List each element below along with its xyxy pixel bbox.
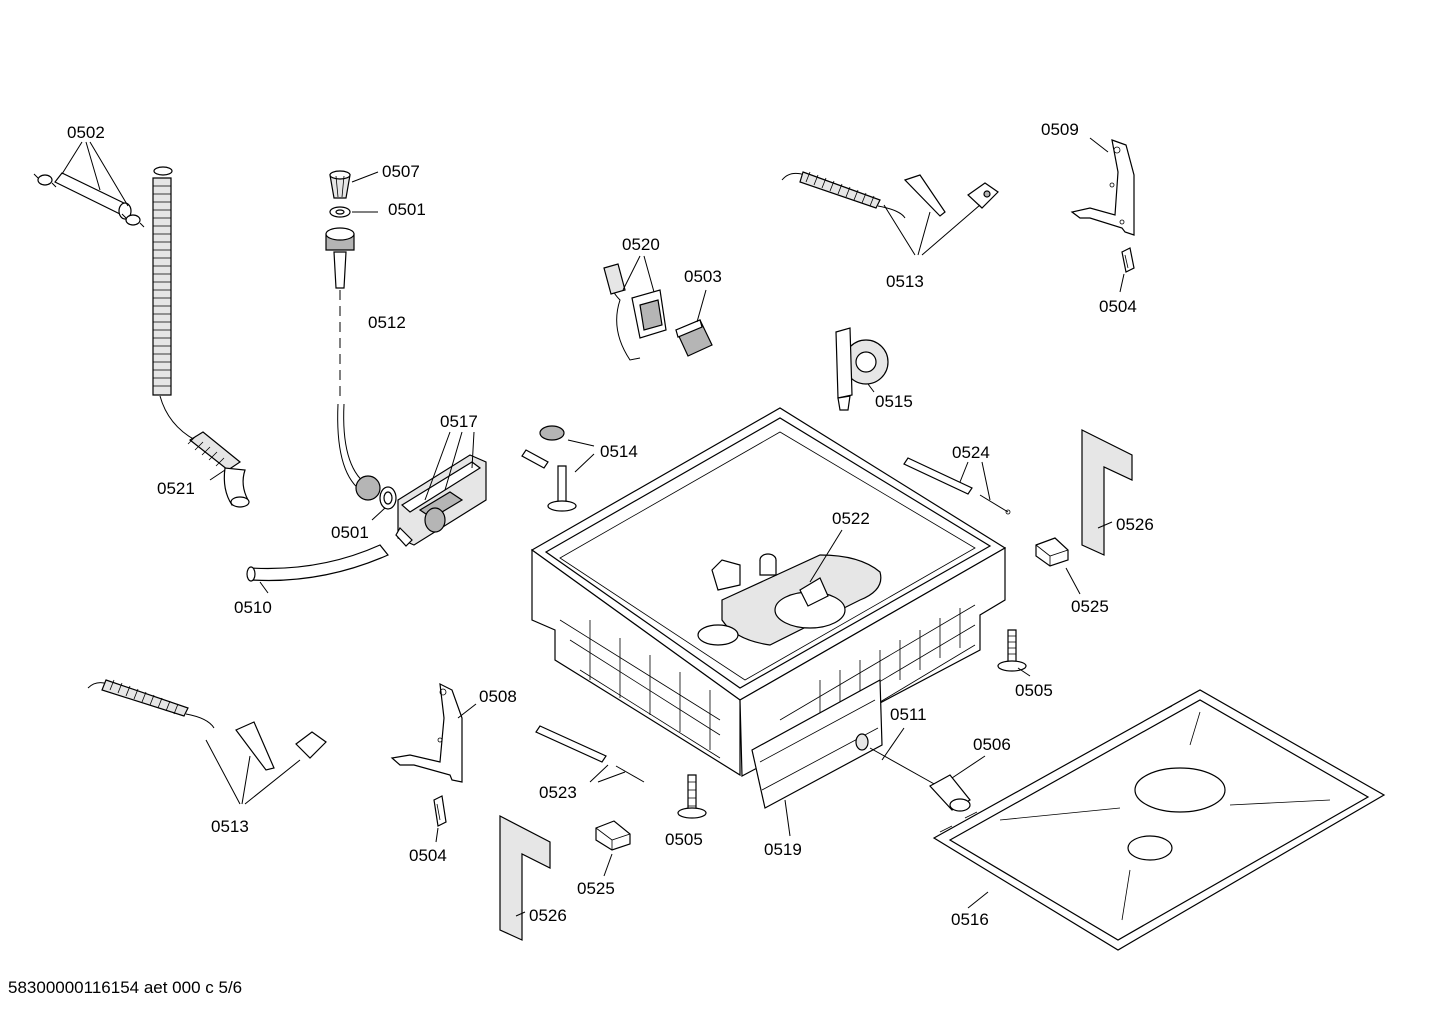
- leader-0521: [209, 469, 226, 481]
- leader-0505a: [1017, 667, 1031, 677]
- part-0524-rail-pin[interactable]: [903, 457, 1011, 515]
- leader-0515: [867, 383, 875, 393]
- leader-0517: [424, 431, 475, 501]
- leader-0507: [351, 171, 379, 183]
- leader-0504b: [435, 827, 439, 843]
- leader-0513a: [883, 204, 981, 256]
- callout-0506: 0506: [973, 735, 1011, 754]
- callout-0524: 0524: [952, 443, 990, 462]
- part-0512-inlet-hose[interactable]: [325, 227, 381, 501]
- leader-0522: [809, 529, 843, 583]
- leader-0523: [589, 764, 626, 783]
- leader-0519: [784, 799, 791, 837]
- part-0517-inlet-valve[interactable]: [395, 454, 487, 547]
- part-0525-block-bottom[interactable]: [595, 820, 631, 851]
- part-0505-foot-screw-left[interactable]: [677, 774, 707, 819]
- part-0503-connector[interactable]: [675, 319, 713, 357]
- callout-0502: 0502: [67, 123, 105, 142]
- leader-0501b: [371, 507, 386, 521]
- part-0516-base-tray[interactable]: [932, 689, 1386, 951]
- part-0526-l-plate-top[interactable]: [1081, 429, 1133, 556]
- part-0521-drain-hose[interactable]: [152, 166, 250, 508]
- part-0501-washer-bottom[interactable]: [379, 486, 397, 510]
- callout-0525-top: 0525: [1071, 597, 1109, 616]
- link-0511-0506: [869, 747, 937, 786]
- part-0508-bracket[interactable]: [390, 682, 463, 783]
- leader-0524: [959, 461, 991, 501]
- leader-0509: [1089, 137, 1109, 153]
- callout-0526-top: 0526: [1116, 515, 1154, 534]
- callout-0513-top: 0513: [886, 272, 924, 291]
- callout-0505-left: 0505: [665, 830, 703, 849]
- part-0505-foot-screw-right[interactable]: [997, 629, 1027, 672]
- callout-0509: 0509: [1041, 120, 1079, 139]
- callout-0501-bottom: 0501: [331, 523, 369, 542]
- part-0506-float-switch[interactable]: [929, 774, 971, 812]
- callout-0522: 0522: [832, 509, 870, 528]
- callout-0517: 0517: [440, 412, 478, 431]
- part-0501-washer-top[interactable]: [329, 206, 351, 218]
- callout-0508: 0508: [479, 687, 517, 706]
- part-0515-pump[interactable]: [835, 327, 889, 411]
- leader-0508: [457, 703, 477, 719]
- callout-0521: 0521: [157, 479, 195, 498]
- callout-0526-bottom: 0526: [529, 906, 567, 925]
- part-0504-clip-bottom[interactable]: [433, 795, 447, 827]
- part-0513-spring-top[interactable]: [781, 171, 999, 219]
- leader-0513b: [205, 739, 301, 805]
- part-0526-l-plate-bottom[interactable]: [499, 815, 551, 941]
- callout-0503: 0503: [684, 267, 722, 286]
- callout-0501-top: 0501: [388, 200, 426, 219]
- leader-0520: [622, 255, 655, 293]
- callout-0515: 0515: [875, 392, 913, 411]
- callout-0504-bottom: 0504: [409, 846, 447, 865]
- callout-0525-bottom: 0525: [577, 879, 615, 898]
- base-frame-assembly: [530, 407, 1007, 777]
- callout-0519: 0519: [764, 840, 802, 859]
- callout-0512: 0512: [368, 313, 406, 332]
- part-0502-hose-clamps-pipe[interactable]: [33, 172, 145, 228]
- callout-0513-bottom: 0513: [211, 817, 249, 836]
- callout-0516: 0516: [951, 910, 989, 929]
- part-0509-bracket[interactable]: [1070, 139, 1135, 236]
- part-0520-cable-harness[interactable]: [603, 263, 667, 361]
- leader-0511: [881, 727, 905, 761]
- leader-0525b: [603, 853, 613, 877]
- callout-0523: 0523: [539, 783, 577, 802]
- leader-0502: [61, 141, 129, 207]
- part-0519-cover-panel[interactable]: [751, 679, 883, 809]
- leader-0506: [951, 755, 986, 779]
- part-0504-clip-top[interactable]: [1121, 247, 1135, 273]
- callout-0520: 0520: [622, 235, 660, 254]
- part-0507-inlet-filter[interactable]: [329, 170, 351, 199]
- callout-0505-right: 0505: [1015, 681, 1053, 700]
- leader-0514: [567, 439, 595, 473]
- part-0513-spring-bottom[interactable]: [87, 679, 327, 771]
- leader-0516: [967, 891, 989, 909]
- leader-0525a: [1065, 567, 1081, 595]
- callout-0504-top: 0504: [1099, 297, 1137, 316]
- part-0510-hose[interactable]: [246, 544, 389, 582]
- leader-0503: [696, 289, 707, 323]
- part-0525-block-top[interactable]: [1035, 537, 1069, 567]
- callout-0510: 0510: [234, 598, 272, 617]
- callout-0514: 0514: [600, 442, 638, 461]
- part-0523-rail-pin[interactable]: [535, 725, 645, 783]
- callout-0511: 0511: [890, 705, 927, 724]
- leader-0526b: [515, 911, 526, 917]
- part-0514-fasteners[interactable]: [521, 425, 577, 512]
- leader-0510: [259, 581, 269, 594]
- callout-0507: 0507: [382, 162, 420, 181]
- document-code-footer: 58300000116154 aet 000 c 5/6: [8, 978, 243, 997]
- leader-0504a: [1119, 273, 1125, 293]
- leader-0526a: [1097, 521, 1113, 529]
